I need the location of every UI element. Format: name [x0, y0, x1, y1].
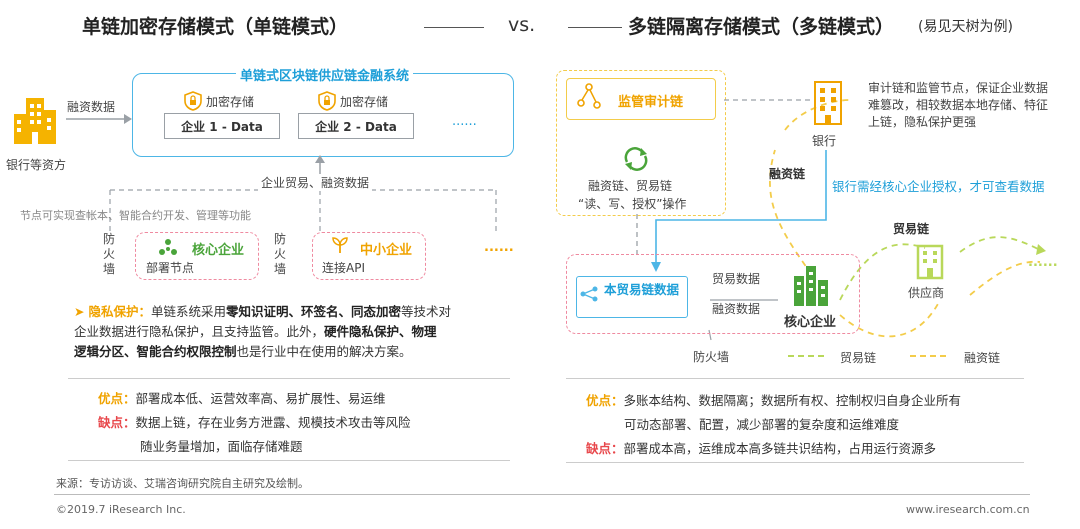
- bank-investor-label: 银行等资方: [6, 158, 67, 172]
- core-enterprise-box: [135, 232, 259, 280]
- trade-data-label: 贸易数据: [712, 272, 761, 286]
- right-pros-text-1: 多账本结构、数据隔离；数据所有权、控制权归自身企业所有: [623, 393, 962, 408]
- privacy-p2: 等技术对: [401, 304, 452, 319]
- right-firewall-label: 防火墙: [693, 350, 730, 364]
- privacy-p1: 单链系统采用: [150, 304, 226, 319]
- right-cons-label: 缺点：: [586, 441, 624, 456]
- right-more-dots: ......: [1028, 255, 1058, 270]
- core-enterprise-sub: 部署节点: [146, 261, 195, 275]
- left-proscons-bottom-rule: [68, 460, 510, 461]
- sme-name: 中小企业: [360, 243, 413, 258]
- privacy-p3: 也是行业中在使用的解决方案。: [236, 344, 412, 359]
- privacy-protection-text: ➤ 隐私保护：单链系统采用零知识证明、环签名、同态加密等技术对 企业数据进行隐私…: [74, 302, 510, 362]
- audit-chain-outer-box: [556, 70, 726, 216]
- building-icon: [12, 96, 58, 150]
- supplier-label: 供应商: [908, 286, 945, 300]
- left-pros-label: 优点：: [98, 391, 136, 406]
- network-node-icon: [580, 286, 598, 306]
- right-cons-text: 部署成本高，运维成本高多链共识结构，占用运行资源多: [623, 441, 937, 456]
- sme-box: [312, 232, 426, 280]
- right-bank-label: 银行: [812, 134, 837, 148]
- left-title: 单链加密存储模式（单链模式）: [82, 16, 349, 38]
- recycle-icon: [621, 146, 651, 176]
- factory-icon: [790, 262, 832, 312]
- encrypted-storage-label-2: 加密存储: [340, 95, 389, 109]
- privacy-line2: 企业数据进行隐私保护，且支持监管。此外，: [74, 324, 325, 339]
- office-building-icon: [914, 240, 946, 284]
- plant-icon: [330, 236, 350, 258]
- financing-data-label: 融资数据: [67, 100, 116, 114]
- financing-data-label-right: 融资数据: [712, 302, 761, 316]
- enterprise-1-data-cell: 企业 1 - Data: [164, 113, 280, 139]
- building-icon: [811, 80, 845, 130]
- firewall-label-2: 防 火 墙: [274, 232, 287, 276]
- right-cons: 缺点：部署成本高，运维成本高多链共识结构，占用运行资源多: [586, 438, 936, 457]
- chain-link-icon: [576, 83, 602, 115]
- privacy-b3: 逻辑分区、智能合约权限控制: [74, 344, 237, 359]
- more-nodes-dots: ......: [484, 240, 514, 255]
- left-cons-text-1: 数据上链，存在业务方泄露、规模技术攻击等风险: [135, 415, 411, 430]
- left-cons-2: 随业务量增加，面临存储难题: [140, 439, 303, 454]
- enterprise-2-data-cell: 企业 2 - Data: [298, 113, 414, 139]
- audit-ops-line1: 融资链、贸易链: [588, 179, 673, 193]
- more-cells-dots: ......: [452, 114, 477, 129]
- privacy-lead: 隐私保护：: [88, 304, 151, 319]
- financing-arrow: [66, 114, 132, 124]
- financing-chain-vertical-label: 融资链: [769, 167, 806, 181]
- trade-chain-label: 贸易链: [893, 222, 930, 236]
- title-divider-right: [568, 27, 622, 28]
- network-node-icon: [158, 238, 178, 260]
- website: www.iresearch.com.cn: [906, 503, 1030, 516]
- privacy-b2: 硬件隐私保护、物理: [324, 324, 437, 339]
- audit-ops-line2: “读、写、授权”操作: [578, 197, 687, 211]
- node-function-note: 节点可实现查帐本、智能合约开发、管理等功能: [20, 209, 251, 222]
- system-title: 单链式区块链供应链金融系统: [236, 65, 414, 84]
- right-pros: 优点：多账本结构、数据隔离；数据所有权、控制权归自身企业所有: [586, 390, 961, 409]
- left-pros-text: 部署成本低、运营效率高、易扩展性、易运维: [135, 391, 386, 406]
- footer-rule: [54, 494, 1030, 495]
- legend-financing-chain: 融资链: [964, 351, 1001, 365]
- core-enterprise-label: 核心企业: [784, 315, 837, 330]
- enterprise-trade-label: 企业贸易、融资数据: [258, 174, 373, 191]
- legend-trade-chain: 贸易链: [840, 351, 877, 365]
- trade-chain-data-region: [566, 254, 860, 334]
- left-cons: 缺点：数据上链，存在业务方泄露、规模技术攻击等风险: [98, 412, 411, 431]
- core-enterprise-name: 核心企业: [192, 243, 245, 258]
- title-divider-left: [424, 27, 484, 28]
- privacy-b1: 零知识证明、环签名、同态加密: [226, 304, 402, 319]
- right-bank-note: 审计链和监管节点，保证企业数据难篡改，相较数据本地存储、特征上链，隐私保护更强: [868, 81, 1049, 129]
- left-pros: 优点：部署成本低、运营效率高、易扩展性、易运维: [98, 388, 386, 407]
- left-cons-label: 缺点：: [98, 415, 136, 430]
- trade-chain-data-title: 本贸易链数据: [604, 282, 680, 297]
- sme-sub: 连接API: [322, 261, 365, 275]
- encrypted-storage-label-1: 加密存储: [206, 95, 255, 109]
- lock-icon: [184, 91, 202, 115]
- source-note: 来源：专访访谈、艾瑞咨询研究院自主研究及绘制。: [56, 477, 309, 490]
- left-proscons-top-rule: [68, 378, 510, 379]
- copyright: ©2019.7 iResearch Inc.: [56, 503, 186, 516]
- privacy-arrow: ➤: [74, 304, 85, 319]
- right-title: 多链隔离存储模式（多链模式）: [628, 16, 895, 38]
- right-title-note: (易见天树为例): [918, 19, 1013, 35]
- audit-chain-title: 监管审计链: [618, 95, 684, 110]
- right-pros-2: 可动态部署、配置，减少部署的复杂度和运维难度: [624, 417, 900, 432]
- lock-icon: [318, 91, 336, 115]
- vs-label: vs.: [508, 14, 536, 36]
- firewall-label-1: 防 火 墙: [103, 232, 116, 276]
- right-pros-label: 优点：: [586, 393, 624, 408]
- right-proscons-top-rule: [566, 378, 1024, 379]
- right-proscons-bottom-rule: [566, 462, 1024, 463]
- bank-auth-note: 银行需经核心企业授权，才可查看数据: [832, 179, 1045, 194]
